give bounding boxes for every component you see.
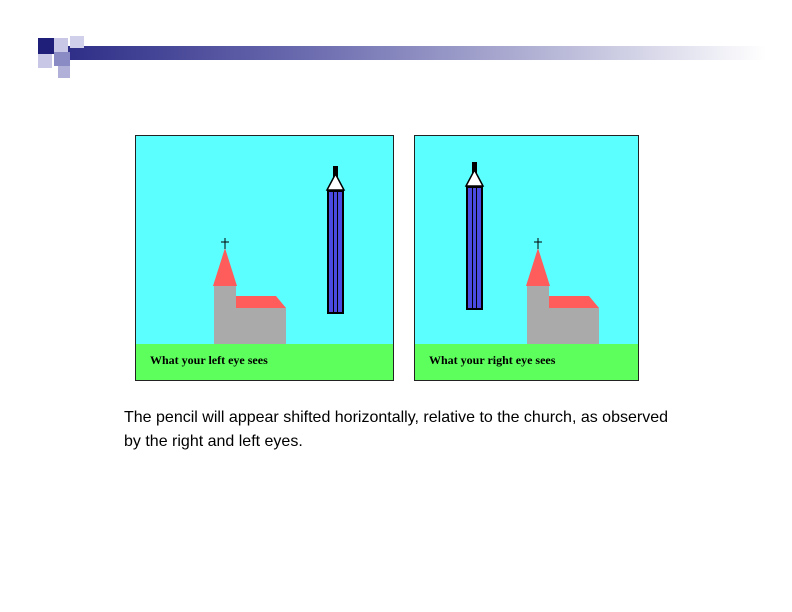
- slide-caption: The pencil will appear shifted horizonta…: [124, 409, 668, 450]
- header-square-light: [38, 54, 52, 68]
- left-eye-scene: [136, 136, 393, 380]
- grass: [136, 344, 393, 380]
- church-nave: [549, 308, 599, 344]
- pencil-stripe: [468, 188, 472, 308]
- church-spire: [213, 248, 237, 286]
- church-tower: [214, 286, 236, 344]
- pencil: [325, 166, 346, 314]
- church-nave: [236, 308, 286, 344]
- church-tower: [527, 286, 549, 344]
- church-roof: [236, 296, 286, 308]
- header-gradient-bar: [66, 46, 766, 60]
- right-eye-panel: What your right eye sees: [414, 135, 639, 381]
- church: [213, 238, 286, 344]
- pencil-stripe: [329, 192, 333, 312]
- sky: [415, 136, 638, 380]
- church: [526, 238, 599, 344]
- pencil-stripe: [477, 188, 481, 308]
- right-eye-scene: [415, 136, 638, 380]
- header-square-light: [70, 36, 84, 48]
- church-spire: [526, 248, 550, 286]
- pencil-stripe: [338, 192, 342, 312]
- right-panel-label: What your right eye sees: [429, 353, 556, 367]
- left-panel-label: What your left eye sees: [150, 353, 268, 367]
- pencil: [464, 162, 485, 310]
- header-square-mid: [54, 52, 70, 66]
- header-square-light: [58, 66, 70, 78]
- pencil-tip: [472, 162, 477, 174]
- header-square-light: [54, 38, 68, 52]
- header-decoration: [0, 0, 792, 90]
- pencil-stripe: [334, 192, 337, 312]
- grass: [415, 344, 638, 380]
- pencil-tip: [333, 166, 338, 178]
- church-roof: [549, 296, 599, 308]
- pencil-stripe: [473, 188, 476, 308]
- left-eye-panel: What your left eye sees: [135, 135, 394, 381]
- header-square-dark: [38, 38, 54, 54]
